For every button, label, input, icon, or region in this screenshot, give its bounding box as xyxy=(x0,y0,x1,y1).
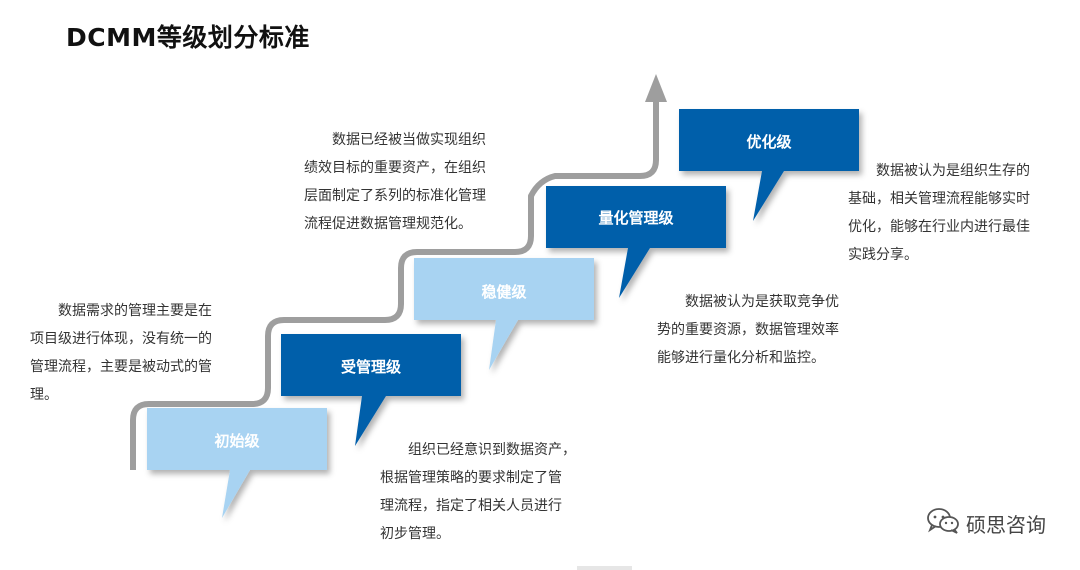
level-label-4: 量化管理级 xyxy=(598,209,674,227)
description-level-4: 数据被认为是获取竞争优 势的重要资源，数据管理效率 能够进行量化分析和监控。 xyxy=(657,294,839,366)
level-block-1 xyxy=(147,408,327,518)
page-title: DCMM等级划分标准 xyxy=(66,23,310,52)
description-level-1: 数据需求的管理主要是在 项目级进行体现，没有统一的 管理流程，主要是被动式的管 … xyxy=(30,303,212,403)
level-label-2: 受管理级 xyxy=(340,358,401,376)
level-block-5 xyxy=(679,109,859,221)
watermark: 硕思咨询 xyxy=(926,507,1046,540)
level-label-1: 初始级 xyxy=(214,432,260,450)
description-level-3: 数据已经被当做实现组织 绩效目标的重要资产，在组织 层面制定了系列的标准化管理 … xyxy=(304,132,486,232)
description-level-2: 组织已经意识到数据资产， 根据管理策略的要求制定了管 理流程，指定了相关人员进行… xyxy=(380,442,576,542)
staircase-line xyxy=(130,100,659,470)
level-block-2 xyxy=(281,334,461,446)
level-label-5: 优化级 xyxy=(746,133,792,151)
bottom-scroll-indicator xyxy=(577,566,632,570)
level-block-4 xyxy=(546,186,726,298)
level-label-3: 稳健级 xyxy=(481,283,527,301)
watermark-text: 硕思咨询 xyxy=(966,513,1046,537)
description-level-5: 数据被认为是组织生存的 基础，相关管理流程能够实时 优化，能够在行业内进行最佳 … xyxy=(848,163,1030,263)
level-block-3 xyxy=(414,258,594,370)
arrow-head-icon xyxy=(645,74,667,102)
wechat-icon xyxy=(926,507,960,540)
